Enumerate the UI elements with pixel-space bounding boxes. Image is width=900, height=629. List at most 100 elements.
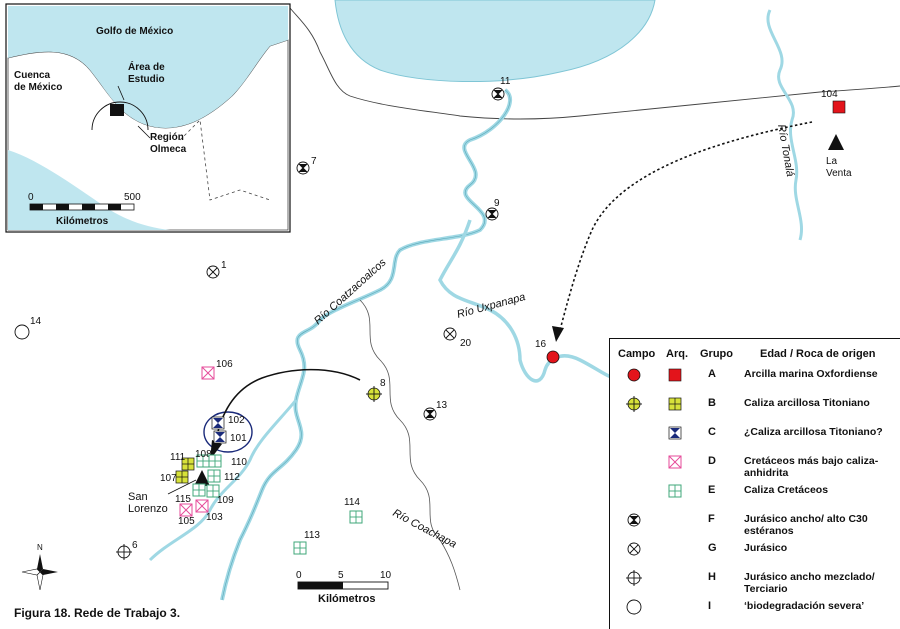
scale-tick-10: 10	[380, 570, 392, 581]
legend-desc-a: Arcilla marina Oxfordiense	[744, 368, 878, 380]
site-112: 112	[207, 469, 240, 483]
legend-header-campo: Campo	[618, 348, 656, 360]
legend-row-b: B Caliza arcillosa Titoniano	[610, 394, 900, 422]
legend-symbols-h	[626, 570, 642, 586]
site-label-112: 112	[224, 472, 240, 483]
legend-group-a: A	[708, 368, 716, 380]
legend-group-f: F	[708, 513, 715, 525]
site-label-7: 7	[311, 156, 317, 167]
gulf-sea	[334, 0, 656, 82]
legend-group-c: C	[708, 426, 716, 438]
legend-symbols-e	[668, 484, 682, 498]
legend-row-h: H Jurásico ancho mezclado/ Terciario	[610, 568, 900, 596]
legend-row-d: D Cretáceos más bajo caliza- anhidrita	[610, 452, 900, 480]
legend-row-a: A Arcilla marina Oxfordiense	[610, 365, 900, 393]
la-venta-site-triangle	[828, 134, 844, 150]
site-104: 104	[821, 89, 846, 114]
inset-sea	[8, 6, 288, 128]
sites-layer: 1678911131416201011021031041051061071081…	[14, 76, 846, 560]
legend-desc-e: Caliza Cretáceos	[744, 484, 829, 496]
site-label-8: 8	[380, 378, 386, 389]
site-label-6: 6	[132, 540, 138, 551]
site-label-114: 114	[344, 497, 360, 508]
site-108: 108	[195, 449, 212, 468]
san-lorenzo-cluster-outline	[203, 411, 253, 453]
site-105: 105	[178, 503, 195, 527]
site-label-105: 105	[178, 516, 195, 527]
legend-symbols-g	[627, 542, 641, 556]
legend-row-e: E Caliza Cretáceos	[610, 481, 900, 509]
site-label-104: 104	[821, 89, 838, 100]
scale-tick-0: 0	[296, 570, 302, 581]
legend-row-g: G Jurásico	[610, 539, 900, 567]
scale-tick-5: 5	[338, 570, 344, 581]
legend-group-e: E	[708, 484, 716, 496]
svg-text:N: N	[37, 543, 43, 552]
legend-desc-b: Caliza arcillosa Titoniano	[744, 397, 870, 409]
compass-rose: N	[21, 543, 58, 591]
legend-group-i: I	[708, 600, 712, 612]
site-label-20: 20	[460, 338, 472, 349]
site-8: 8	[366, 378, 386, 402]
legend-group-h: H	[708, 571, 716, 583]
site-14: 14	[14, 316, 42, 340]
site-20: 20	[443, 327, 472, 349]
site-label-108: 108	[195, 449, 212, 460]
legend-desc-h: Jurásico ancho mezclado/ Terciario	[744, 571, 875, 595]
legend-desc-d: Cretáceos más bajo caliza- anhidrita	[744, 455, 879, 479]
site-label-110: 110	[231, 457, 247, 468]
site-111: 111	[170, 452, 195, 471]
inset-scale-tick-0: 0	[28, 192, 34, 203]
legend-header-arq: Arq.	[666, 348, 688, 360]
legend: Campo Arq. Grupo Edad / Roca de origen A…	[609, 338, 900, 629]
legend-row-c: C ¿Caliza arcillosa Titoniano?	[610, 423, 900, 451]
site-102: 102	[211, 415, 245, 430]
san-lorenzo-site-triangle	[194, 470, 210, 486]
site-label-11: 11	[500, 76, 511, 87]
legend-symbols-b	[626, 396, 682, 412]
legend-desc-c: ¿Caliza arcillosa Titoniano?	[744, 426, 883, 438]
site-9: 9	[485, 198, 500, 221]
figure-caption: Figura 18. Rede de Trabajo 3.	[14, 606, 181, 620]
site-113: 113	[293, 530, 320, 555]
legend-row-i: I ‘biodegradación severa’	[610, 597, 900, 625]
site-114: 114	[344, 497, 363, 524]
site-label-107: 107	[160, 473, 177, 484]
site-label-113: 113	[304, 530, 320, 541]
legend-symbols-c	[668, 426, 682, 440]
inset-border	[179, 119, 271, 201]
legend-group-d: D	[708, 455, 716, 467]
legend-group-g: G	[708, 542, 717, 554]
site-106: 106	[201, 359, 233, 380]
inset-study-area-marker	[110, 104, 124, 116]
arrow-la-venta-to-16	[559, 121, 813, 331]
legend-header-grupo: Grupo	[700, 348, 733, 360]
arrow-8-to-san-lorenzo	[215, 368, 361, 441]
site-label-9: 9	[494, 198, 500, 209]
river-tonala	[766, 9, 803, 241]
site-label-115: 115	[175, 494, 191, 505]
site-11: 11	[491, 76, 511, 101]
site-110: 110	[208, 454, 247, 468]
site-label-101: 101	[230, 433, 247, 444]
site-109: 109	[206, 484, 234, 506]
legend-group-b: B	[708, 397, 716, 409]
legend-header-edad: Edad / Roca de origen	[760, 348, 876, 360]
legend-symbols-f	[627, 513, 641, 527]
river-coachapa	[359, 299, 461, 591]
legend-symbols-d	[668, 455, 682, 469]
site-label-102: 102	[228, 415, 245, 426]
legend-desc-g: Jurásico	[744, 542, 788, 554]
legend-symbols-i	[626, 599, 642, 615]
legend-desc-i: ‘biodegradación severa’	[744, 600, 865, 612]
site-label-14: 14	[30, 316, 42, 327]
site-label-1: 1	[221, 260, 227, 271]
site-101: 101	[213, 430, 247, 444]
site-label-103: 103	[206, 512, 223, 523]
san-lorenzo-pointer	[167, 479, 197, 495]
river-western-tributary	[148, 399, 298, 562]
